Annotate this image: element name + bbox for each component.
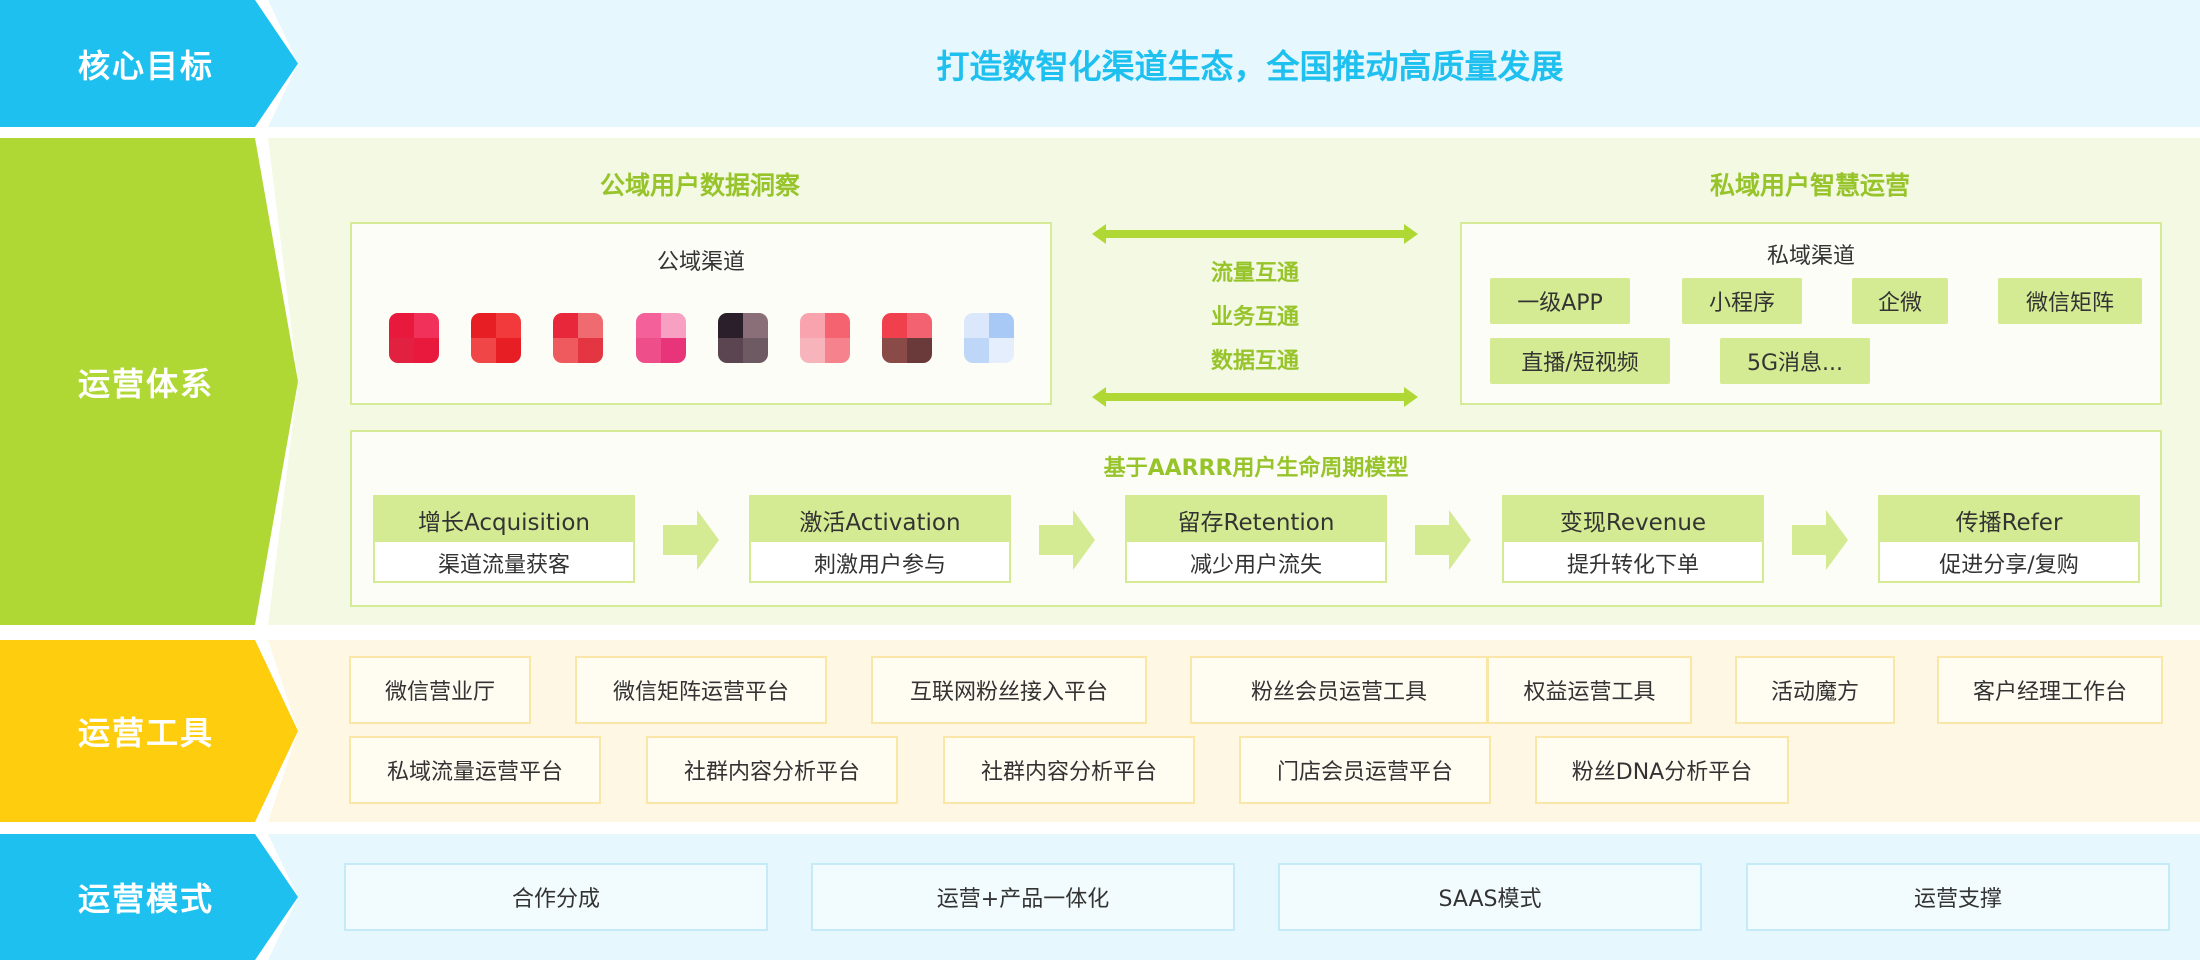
flow-arrow-icon <box>1415 510 1471 570</box>
private-section-title: 私域用户智慧运营 <box>1709 171 1910 200</box>
stage-retention-desc: 减少用户流失 <box>1189 552 1322 578</box>
tool-item-row1-5: 活动魔方 <box>1735 656 1895 724</box>
private-tag-app: 一级APP <box>1490 278 1630 324</box>
private-tag-wechat-matrix: 微信矩阵 <box>1998 278 2142 324</box>
mode-item-3: 运营支撑 <box>1746 863 2170 931</box>
flow-arrow-icon <box>1039 510 1095 570</box>
goal-label-text: 核心目标 <box>78 46 215 85</box>
double-arrow-top <box>1092 224 1418 244</box>
mode-item-2: SAAS模式 <box>1278 863 1702 931</box>
app-logo-5 <box>718 313 768 363</box>
stage-activation: 激活Activation 刺激用户参与 <box>749 495 1011 583</box>
app-logo-1 <box>389 313 439 363</box>
stage-activation-head: 激活Activation <box>751 497 1009 542</box>
public-channel-box: 公域渠道 <box>350 222 1052 405</box>
stage-revenue: 变现Revenue 提升转化下单 <box>1502 495 1764 583</box>
public-channel-title: 公域渠道 <box>656 250 745 275</box>
flow-item-data: 数据互通 <box>1210 349 1299 374</box>
goal-label: 核心目标 <box>0 0 298 127</box>
app-logo-3 <box>553 313 603 363</box>
tool-item-row2-1: 社群内容分析平台 <box>646 736 898 804</box>
private-tag-wecom: 企微 <box>1852 278 1948 324</box>
flow-item-business: 业务互通 <box>1210 305 1299 330</box>
tool-item-row1-2: 互联网粉丝接入平台 <box>871 656 1147 724</box>
goal-row: 核心目标 打造数智化渠道生态，全国推动高质量发展 <box>0 0 2200 127</box>
double-arrow-bottom <box>1092 387 1418 407</box>
aarrr-title: 基于AARRR用户生命周期模型 <box>1103 456 1409 481</box>
mode-item-0: 合作分成 <box>344 863 768 931</box>
modes-label: 运营模式 <box>0 834 298 960</box>
double-arrow-top-shape <box>1092 224 1418 244</box>
app-logo-6 <box>800 313 850 363</box>
flow-arrow-icon <box>663 510 719 570</box>
stage-retention-head: 留存Retention <box>1127 497 1385 542</box>
private-tag-miniprogram: 小程序 <box>1682 278 1802 324</box>
tools-label: 运营工具 <box>0 640 298 822</box>
stage-activation-desc: 刺激用户参与 <box>813 552 946 578</box>
tool-item-row1-6: 客户经理工作台 <box>1937 656 2163 724</box>
mode-item-1: 运营+产品一体化 <box>811 863 1235 931</box>
stage-acquisition-desc: 渠道流量获客 <box>437 552 570 578</box>
app-logo-4 <box>636 313 686 363</box>
tool-item-row1-4: 权益运营工具 <box>1487 656 1692 724</box>
system-label-text: 运营体系 <box>78 364 215 403</box>
app-logo-8 <box>964 313 1014 363</box>
private-channel-title: 私域渠道 <box>1766 244 1855 269</box>
tool-item-row1-0: 微信营业厅 <box>349 656 531 724</box>
app-logo-2 <box>471 313 521 363</box>
private-tag-5g: 5G消息... <box>1720 338 1870 384</box>
tool-item-row2-2: 社群内容分析平台 <box>943 736 1195 804</box>
stage-acquisition: 增长Acquisition 渠道流量获客 <box>373 495 635 583</box>
tool-item-row2-0: 私域流量运营平台 <box>349 736 601 804</box>
tool-item-row2-3: 门店会员运营平台 <box>1239 736 1491 804</box>
system-label: 运营体系 <box>0 138 298 625</box>
tool-item-row2-4: 粉丝DNA分析平台 <box>1535 736 1789 804</box>
double-arrow-bottom-shape <box>1092 387 1418 407</box>
goal-statement: 打造数智化渠道生态，全国推动高质量发展 <box>936 46 1564 86</box>
modes-label-text: 运营模式 <box>78 880 215 918</box>
stage-refer: 传播Refer 促进分享/复购 <box>1878 495 2140 583</box>
tool-item-row1-3: 粉丝会员运营工具 <box>1190 656 1488 724</box>
tools-label-text: 运营工具 <box>78 714 215 752</box>
stage-refer-head: 传播Refer <box>1880 497 2138 542</box>
stage-acquisition-head: 增长Acquisition <box>375 497 633 542</box>
stage-revenue-desc: 提升转化下单 <box>1566 552 1699 578</box>
private-tag-live: 直播/短视频 <box>1490 338 1670 384</box>
stage-retention: 留存Retention 减少用户流失 <box>1125 495 1387 583</box>
app-logo-7 <box>882 313 932 363</box>
stage-revenue-head: 变现Revenue <box>1504 497 1762 542</box>
goal-band <box>268 0 2200 127</box>
stage-refer-desc: 促进分享/复购 <box>1939 552 2079 578</box>
public-section-title: 公域用户数据洞察 <box>599 171 800 200</box>
tool-item-row1-1: 微信矩阵运营平台 <box>575 656 827 724</box>
flow-item-traffic: 流量互通 <box>1210 261 1299 286</box>
flow-arrow-icon <box>1792 510 1848 570</box>
